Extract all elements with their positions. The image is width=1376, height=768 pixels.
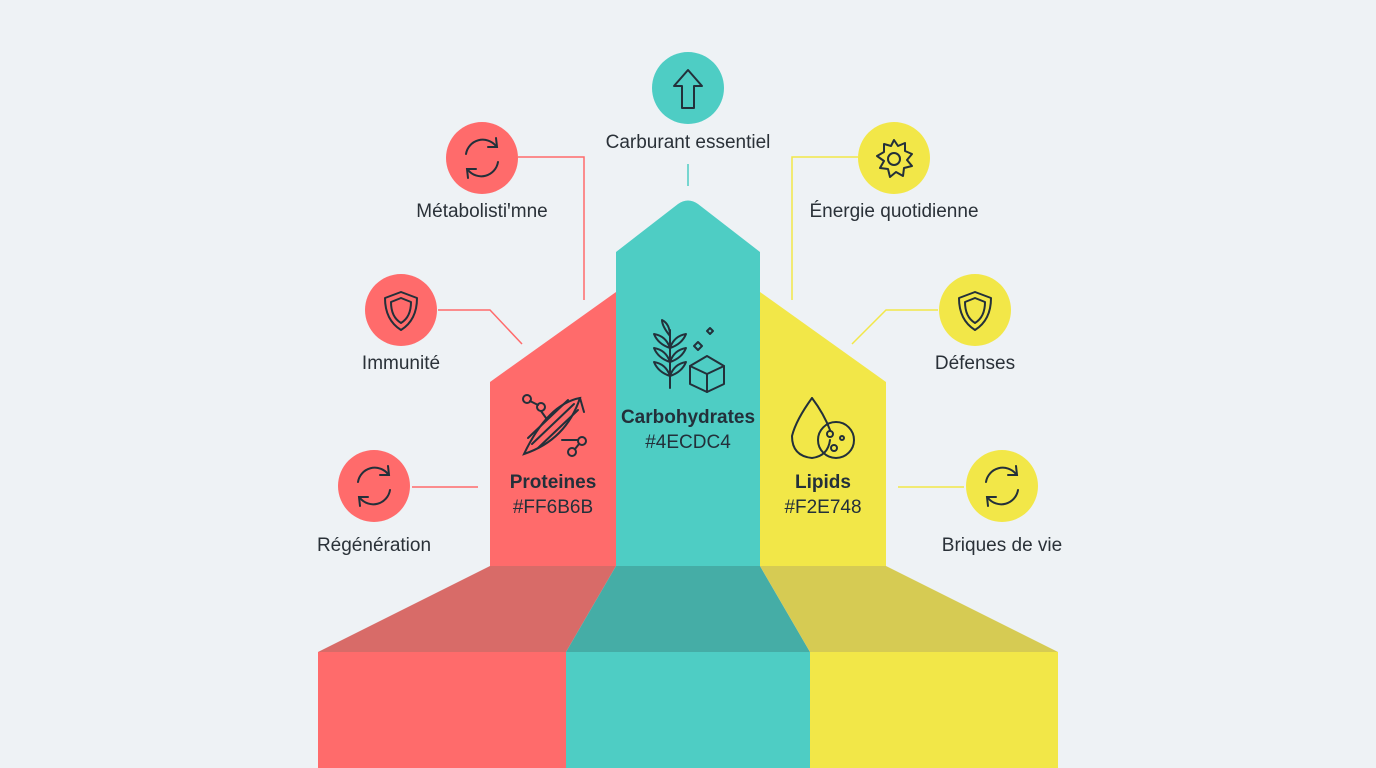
refresh-icon bbox=[465, 137, 499, 179]
right-label-defenses: Défenses bbox=[934, 353, 1016, 374]
wheat-sugar-cube-icon bbox=[653, 319, 725, 393]
left-circle-regeneration bbox=[338, 450, 410, 522]
right-circle-defenses bbox=[939, 274, 1011, 346]
proteins-name: Proteines bbox=[510, 472, 597, 493]
right-circle-energy bbox=[858, 122, 930, 194]
proteins-pillar bbox=[490, 292, 616, 566]
right-label-building-blocks: Briques de vie bbox=[941, 535, 1063, 556]
right-label-energy: Énergie quotidienne bbox=[809, 201, 979, 222]
left-label-metabolism: Métabolistiꞌmne bbox=[416, 201, 548, 222]
left-label-immunity: Immunité bbox=[361, 353, 441, 374]
lipids-hex: #F2E748 bbox=[784, 497, 861, 518]
left-circle-metabolism bbox=[446, 122, 518, 194]
arrow-up-icon bbox=[673, 69, 703, 109]
connector-lines bbox=[412, 156, 964, 488]
carbs-hex: #4ECDC4 bbox=[645, 432, 731, 453]
left-label-regeneration: Régénération bbox=[316, 535, 432, 556]
carbs-name: Carbohydrates bbox=[621, 407, 755, 428]
lipids-name: Lipids bbox=[795, 472, 851, 493]
pillar-base bbox=[318, 566, 1058, 768]
refresh-icon bbox=[985, 465, 1019, 507]
top-circle bbox=[652, 52, 724, 124]
refresh-icon bbox=[357, 465, 391, 507]
gear-icon bbox=[876, 139, 913, 178]
oil-drop-icon bbox=[790, 397, 855, 460]
left-circle-immunity bbox=[365, 274, 437, 346]
proteins-hex: #FF6B6B bbox=[513, 497, 593, 518]
carbs-pillar bbox=[616, 200, 760, 566]
right-circle-building-blocks bbox=[966, 450, 1038, 522]
top-label: Carburant essentiel bbox=[605, 132, 771, 153]
muscle-molecule-icon bbox=[522, 394, 587, 457]
shield-icon bbox=[958, 291, 992, 331]
shield-icon bbox=[384, 291, 418, 331]
